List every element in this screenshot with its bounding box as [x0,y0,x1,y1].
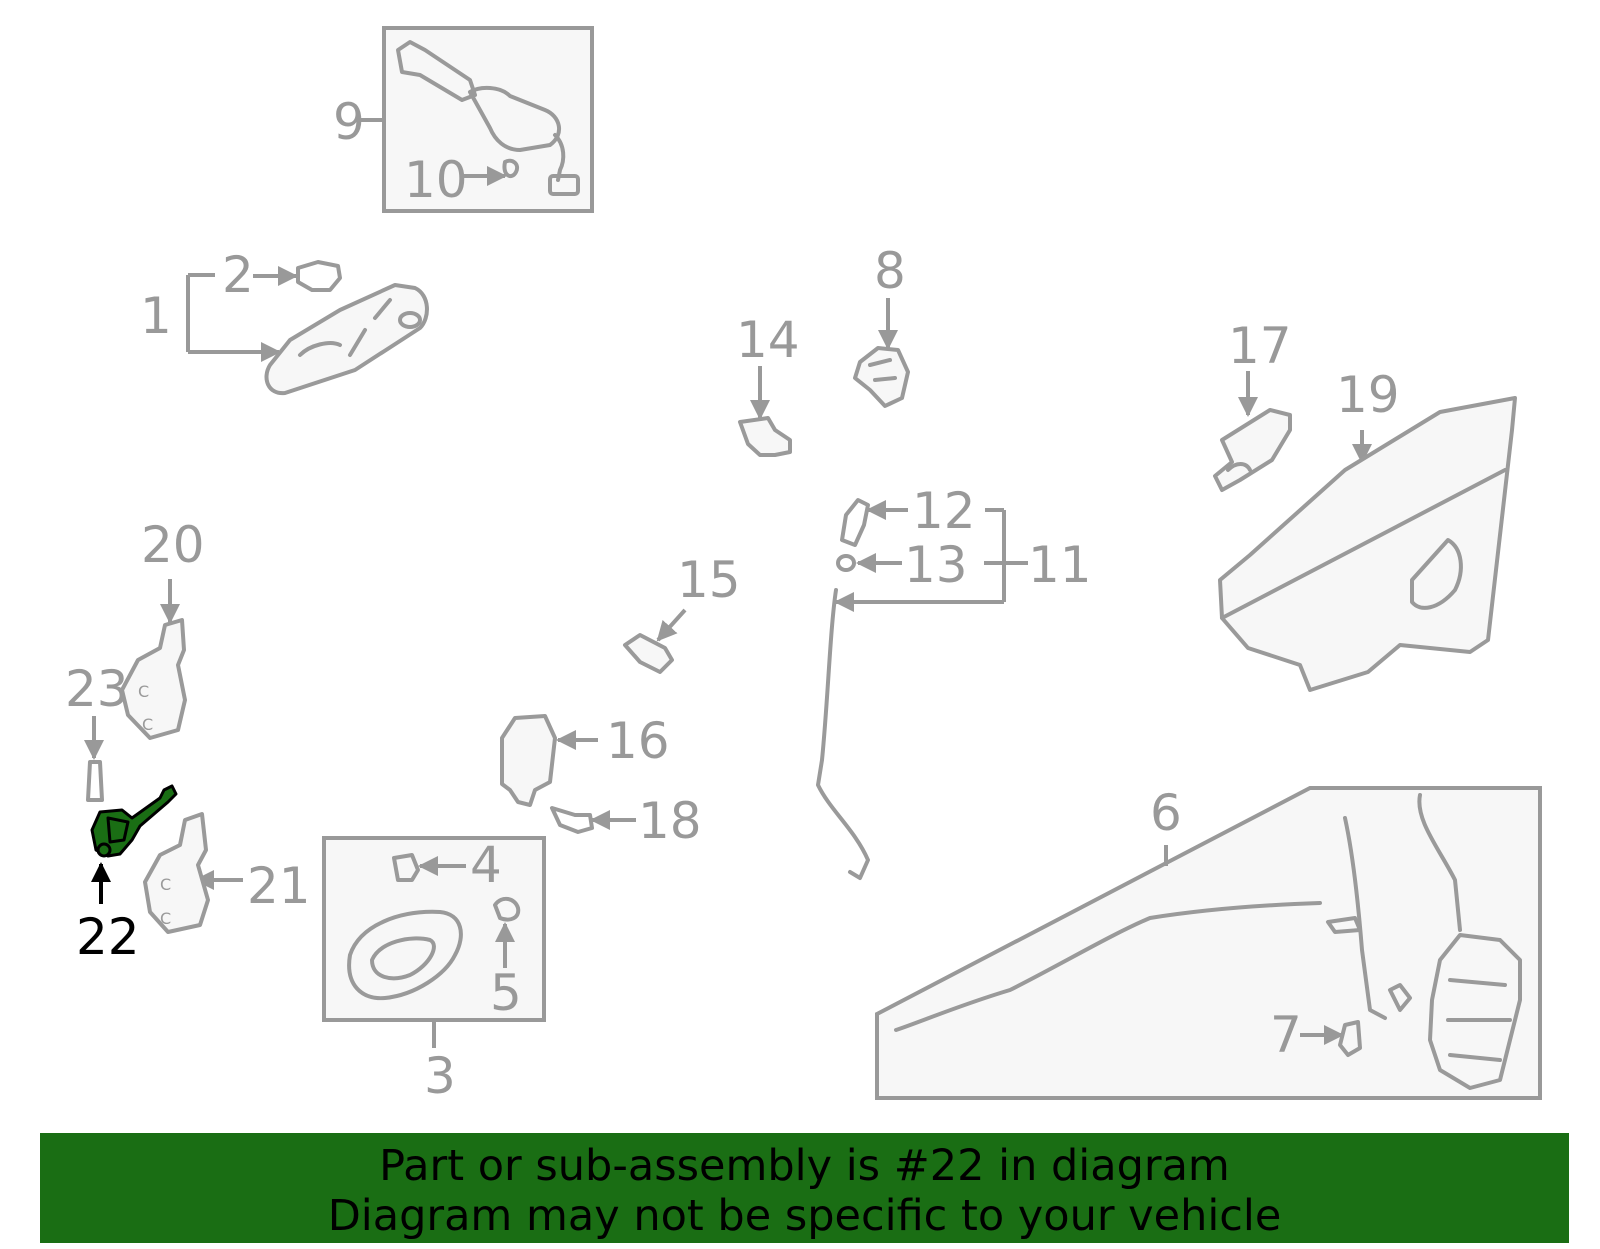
label-19: 19 [1336,366,1400,424]
label-2: 2 [222,246,254,304]
part-3-inside-handle-group [322,836,546,1048]
part-1-outside-handle [186,260,429,396]
label-6: 6 [1150,784,1182,842]
label-23: 23 [65,660,129,718]
label-3: 3 [424,1047,456,1105]
part-17-guide [1213,371,1292,492]
label-1: 1 [140,287,172,345]
info-banner: Part or sub-assembly is #22 in diagram D… [40,1133,1569,1243]
part-23-bolt [84,716,104,802]
part-15-plug [623,608,687,674]
part-6-latch-group [875,786,1542,1100]
callout-labels: 9 10 2 1 8 14 17 19 12 13 11 20 15 23 16… [65,93,1400,1105]
label-22: 22 [76,908,140,966]
label-13: 13 [904,536,968,594]
part-14-bumper [738,366,792,457]
label-15: 15 [677,551,741,609]
svg-text:C: C [138,682,149,701]
svg-text:C: C [142,715,153,734]
part-20-upper-hinge: C C [120,579,187,740]
label-18: 18 [638,792,702,850]
label-4: 4 [470,836,502,894]
part-11-rod-assembly [816,498,1028,880]
label-12: 12 [912,482,976,540]
part-18-bolt [550,806,636,834]
part-9-lock-cylinder-group [360,26,594,213]
banner-line-1: Part or sub-assembly is #22 in diagram [379,1141,1230,1191]
svg-text:C: C [160,909,171,928]
banner-line-2: Diagram may not be specific to your vehi… [327,1191,1282,1241]
label-11: 11 [1028,536,1092,594]
label-21: 21 [247,857,311,915]
label-14: 14 [736,311,800,369]
label-5: 5 [490,964,522,1022]
svg-text:C: C [160,875,171,894]
part-16-bracket [500,714,598,807]
part-22-door-check-highlighted[interactable] [90,784,178,904]
label-9: 9 [333,93,365,151]
part-21-lower-hinge: C C [143,812,243,934]
label-8: 8 [874,242,906,300]
part-19-door-glass [1218,396,1517,692]
label-7: 7 [1270,1006,1302,1064]
label-20: 20 [141,516,205,574]
label-17: 17 [1228,317,1292,375]
label-10: 10 [404,151,468,209]
part-8-clip [853,298,910,408]
label-16: 16 [606,712,670,770]
